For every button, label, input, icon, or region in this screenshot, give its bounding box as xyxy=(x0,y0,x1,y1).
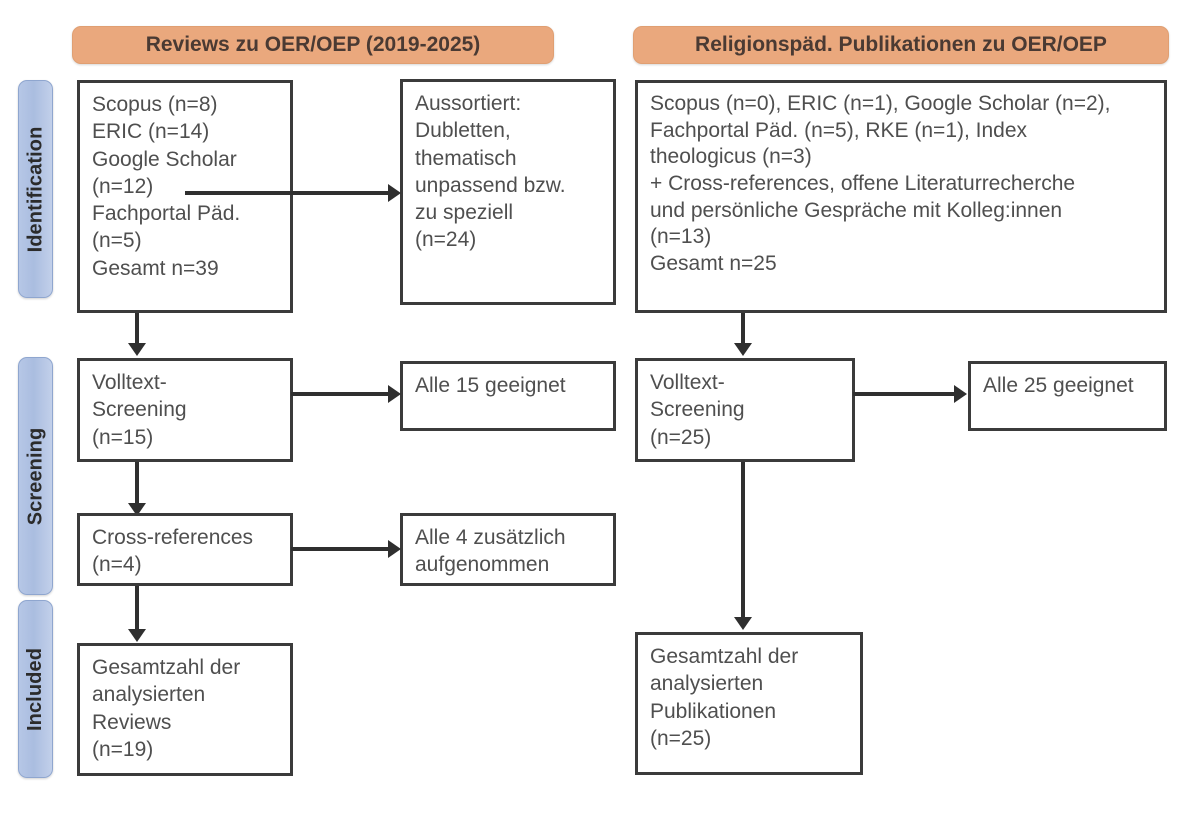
node-right-fulltext-screening: Volltext- Screening (n=25) xyxy=(635,358,855,462)
column-header-reviews-label: Reviews zu OER/OEP (2019-2025) xyxy=(145,33,481,56)
node-right-identification-sources: Scopus (n=0), ERIC (n=1), Google Scholar… xyxy=(635,80,1167,313)
arrowhead-left-identification-to-screening xyxy=(128,343,146,356)
stage-bar-screening: Screening xyxy=(18,357,53,595)
stage-label-screening: Screening xyxy=(24,427,47,525)
stage-bar-identification: Identification xyxy=(18,80,53,298)
arrowhead-right-screening-to-result xyxy=(954,385,967,403)
connector-left-identification-to-excluded xyxy=(185,191,391,195)
connector-left-crossrefs-to-result xyxy=(291,547,391,551)
connector-left-screening-to-crossrefs xyxy=(135,462,139,506)
node-left-crossreferences: Cross-references (n=4) xyxy=(77,513,293,586)
connector-right-screening-to-included xyxy=(741,462,745,619)
connector-left-identification-to-screening xyxy=(135,313,139,345)
column-header-reviews: Reviews zu OER/OEP (2019-2025) xyxy=(72,26,554,64)
connector-left-screening-to-result xyxy=(291,392,391,396)
arrowhead-left-crossrefs-to-result xyxy=(388,540,401,558)
node-left-identification-sources: Scopus (n=8) ERIC (n=14) Google Scholar … xyxy=(77,80,293,313)
stage-label-included: Included xyxy=(24,647,46,731)
stage-label-identification: Identification xyxy=(24,126,46,252)
column-header-religionspaed: Religionspäd. Publikationen zu OER/OEP xyxy=(633,26,1169,64)
connector-right-screening-to-result xyxy=(853,392,956,396)
stage-bar-included: Included xyxy=(18,600,53,778)
node-right-screening-result: Alle 25 geeignet xyxy=(968,361,1167,431)
node-left-excluded: Aussortiert: Dubletten, thematisch unpas… xyxy=(400,79,616,305)
arrowhead-left-identification-to-excluded xyxy=(388,184,401,202)
node-left-screening-result: Alle 15 geeignet xyxy=(400,361,616,431)
node-left-crossreferences-result: Alle 4 zusätzlich aufgenommen xyxy=(400,513,616,586)
column-header-religionspaed-label: Religionspäd. Publikationen zu OER/OEP xyxy=(695,33,1107,56)
node-left-fulltext-screening: Volltext- Screening (n=15) xyxy=(77,358,293,462)
arrowhead-left-crossrefs-to-included xyxy=(128,629,146,642)
arrowhead-right-identification-to-screening xyxy=(734,343,752,356)
connector-right-identification-to-screening xyxy=(741,313,745,345)
arrowhead-left-screening-to-result xyxy=(388,385,401,403)
node-left-included-total: Gesamtzahl der analysierten Reviews (n=1… xyxy=(77,643,293,776)
arrowhead-left-screening-to-crossrefs xyxy=(128,503,146,516)
connector-left-crossrefs-to-included xyxy=(135,586,139,632)
node-right-included-total: Gesamtzahl der analysierten Publikatione… xyxy=(635,632,863,775)
arrowhead-right-screening-to-included xyxy=(734,617,752,630)
